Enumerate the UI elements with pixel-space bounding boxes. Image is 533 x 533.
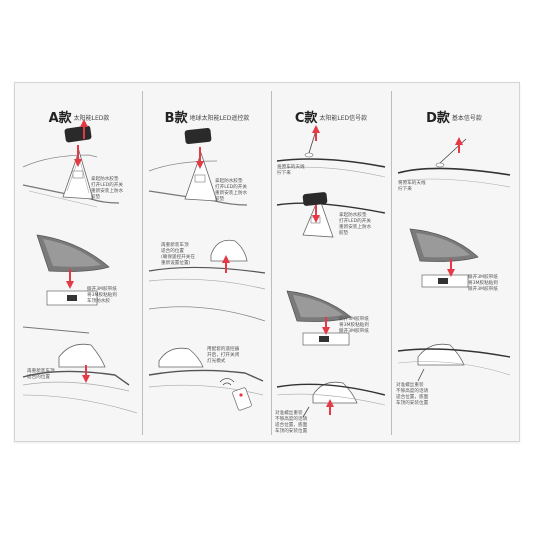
panel-divider-1 [142, 91, 143, 435]
panel-a-step2-drawing [22, 234, 110, 334]
panel-a-step1-drawing [22, 119, 120, 208]
panel-d-step1-text: 将原车的天线拧下来 [398, 181, 426, 192]
panel-b-step1-text: 拿起防水胶垫打开LED的开关重新安装上防水胶垫 [215, 179, 248, 202]
panel-d-step3-drawing [397, 343, 511, 382]
panel-b-step2-drawing [148, 239, 266, 322]
panel-a-title: A款太阳能LED款 [19, 107, 139, 126]
panel-c-step1-text: 将原车的天线拧下来 [277, 165, 305, 176]
instruction-sheet: A款太阳能LED款 [14, 82, 520, 442]
panel-c-step4-text: 对准螺丝重装不够高度的话请适合位置，底面车顶的安装位置 [275, 411, 308, 434]
panel-c-step3-text: 撕开3M胶带纸将3M胶粘贴到撕开3M胶带纸 [339, 317, 369, 334]
panel-divider-2 [271, 91, 272, 435]
panel-b-step3-text: 用配套的遥控器开启，打开关闭灯光模式 [207, 347, 240, 364]
panel-a: A款太阳能LED款 [19, 95, 139, 431]
panel-a-letter: A款 [48, 111, 72, 126]
panel-a-step3-text: 再重新装车顶适合的位置 [27, 369, 55, 380]
panel-c-step3-drawing [286, 290, 352, 346]
panel-d-letter: D款 [426, 111, 450, 126]
panel-c-letter: C款 [294, 111, 318, 126]
panel-a-name: 太阳能LED款 [73, 115, 110, 122]
panel-c-name: 太阳能LED信号款 [319, 115, 368, 122]
panel-d: D款基本信号款 [394, 95, 514, 431]
panel-b-illustrations [148, 127, 266, 411]
panel-d-step1-drawing [397, 137, 511, 188]
panel-c-illustrations [276, 125, 386, 418]
panel-divider-3 [391, 91, 392, 435]
panel-a-step3-drawing [22, 343, 138, 414]
panel-b-step3-drawing [148, 347, 264, 411]
panel-a-step1-text: 拿起防水胶垫打开LED的开关重新安装上防水胶垫 [91, 177, 124, 200]
panel-d-name: 基本信号款 [451, 115, 482, 122]
panel-b-name: 地球太阳能LED遥控款 [189, 115, 250, 122]
panel-a-step2-text: 撕开3M胶带纸将3M胶粘贴到车顶防水胶 [87, 287, 117, 304]
panel-b-step2-text: 再重新装车顶适合的位置(确保遥控开关在重新设置位置) [161, 243, 195, 266]
panel-c-step2-text: 拿起防水胶垫打开LED的开关重新安装上防水胶垫 [339, 213, 372, 236]
panel-c: C款太阳能LED信号款 [273, 95, 389, 434]
panel-d-step3-text: 对准螺丝重装不够高度的话请适合位置，底面车顶的安装位置 [396, 383, 429, 406]
panel-d-step2-drawing [409, 228, 479, 288]
panel-c-step1-drawing [276, 125, 386, 178]
panel-d-illustrations [397, 137, 511, 382]
panel-d-step2-text: 撕开3M胶带纸将3M胶粘贴到撕开3M胶带纸 [468, 275, 498, 292]
panel-b-title: B款地球太阳能LED遥控款 [145, 107, 269, 126]
panel-a-illustrations [22, 119, 138, 414]
panel-b: B款地球太阳能LED遥控款 [145, 95, 269, 431]
panel-c-step4-drawing [276, 381, 386, 418]
panel-c-title: C款太阳能LED信号款 [273, 107, 389, 126]
panel-c-step2-drawing [276, 192, 386, 238]
panel-d-title: D款基本信号款 [394, 107, 514, 126]
panel-b-letter: B款 [164, 111, 188, 126]
panel-b-step1-drawing [148, 127, 248, 206]
